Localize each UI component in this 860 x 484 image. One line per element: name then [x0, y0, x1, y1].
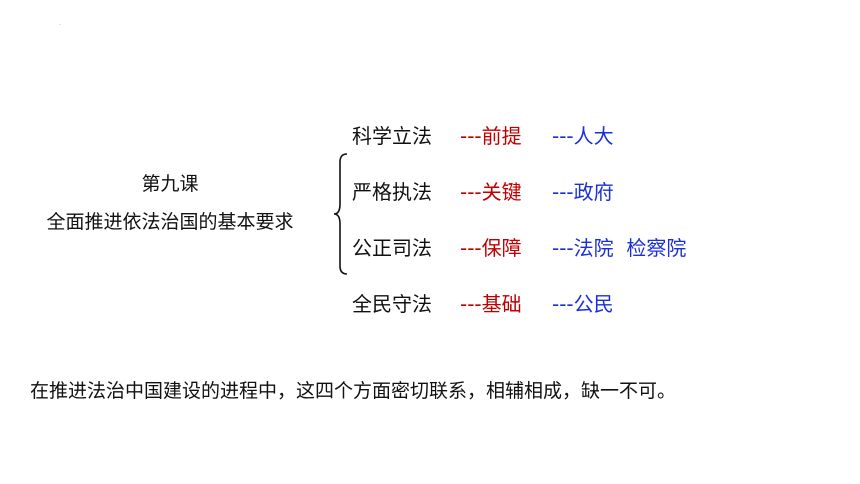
principle-role: ---基础 [460, 292, 522, 316]
lesson-heading: 第九课 全面推进依法治国的基本要求 [0, 168, 340, 238]
principle-role: ---前提 [460, 124, 522, 148]
principle-organ: ---政府 [552, 180, 614, 204]
principle-label: 科学立法 [352, 124, 432, 148]
principle-role: ---关键 [460, 180, 522, 204]
conclusion-text: 在推进法治中国建设的进程中，这四个方面密切联系，相辅相成，缺一不可。 [30, 380, 677, 402]
lesson-title: 第九课 [141, 173, 199, 195]
principle-label: 公正司法 [352, 236, 432, 260]
principle-label: 严格执法 [352, 180, 432, 204]
principle-organ: ---公民 [552, 292, 614, 316]
principle-role: ---保障 [460, 236, 522, 260]
principle-label: 全民守法 [352, 292, 432, 316]
principle-organ: ---人大 [552, 124, 614, 148]
decorative-dot: · [59, 22, 61, 29]
principle-organ: ---法院 检察院 [552, 236, 687, 260]
lesson-subtitle: 全面推进依法治国的基本要求 [46, 211, 294, 233]
curly-brace-icon [333, 153, 348, 275]
